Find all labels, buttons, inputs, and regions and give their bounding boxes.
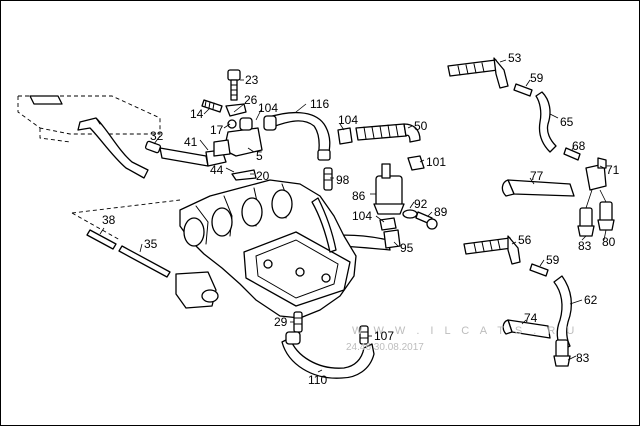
callout-41: 41 <box>184 135 198 149</box>
callout-17: 17 <box>210 123 224 137</box>
watermark-date: 24.46 30.08.2017 <box>346 342 424 353</box>
sensor-83-lower <box>553 339 571 367</box>
callout-65: 65 <box>560 115 574 129</box>
hose-56 <box>463 235 521 265</box>
callout-110: 110 <box>308 373 327 387</box>
hose-53 <box>447 57 509 89</box>
sensor-14 <box>201 99 223 113</box>
clip-20 <box>231 169 257 181</box>
valve-5 <box>213 117 263 157</box>
hose-50 <box>355 123 421 143</box>
clamp-104-c <box>379 217 397 231</box>
callout-62: 62 <box>584 293 598 307</box>
valve-71 <box>585 157 607 191</box>
actuator <box>175 271 219 309</box>
callout-101: 101 <box>426 155 446 169</box>
callout-32: 32 <box>150 129 164 143</box>
pipe-35 <box>118 245 171 278</box>
fitting-98 <box>323 167 333 191</box>
hose-77 <box>501 179 575 197</box>
clamp-104-a <box>337 127 353 145</box>
fitting-29 <box>293 311 303 333</box>
callout-80: 80 <box>602 235 616 249</box>
clip-101 <box>407 155 425 171</box>
callout-50: 50 <box>414 119 428 133</box>
callout-29: 29 <box>274 315 288 329</box>
callout-26: 26 <box>244 93 258 107</box>
callout-labels: 23 26 14 116 17 104 32 41 5 44 20 104 50… <box>102 51 620 387</box>
callout-68: 68 <box>572 139 586 153</box>
leader-lines <box>99 59 607 373</box>
hose-116 <box>263 111 331 161</box>
callout-83-a: 83 <box>578 239 592 253</box>
fitting-59-upper <box>513 83 533 97</box>
fitting-59-lower <box>529 263 549 277</box>
seal-17 <box>227 119 237 129</box>
callout-92: 92 <box>414 197 428 211</box>
fitting-107 <box>359 325 369 345</box>
callout-44: 44 <box>210 163 224 177</box>
callout-53: 53 <box>508 51 522 65</box>
hose-62 <box>553 275 573 351</box>
pipe-38 <box>86 229 117 250</box>
callout-116: 116 <box>310 97 329 111</box>
callout-23: 23 <box>245 73 259 87</box>
callout-5: 5 <box>256 149 263 163</box>
callout-83-b: 83 <box>576 351 590 365</box>
callout-20: 20 <box>256 169 270 183</box>
callout-59-a: 59 <box>530 71 544 85</box>
intake-manifold <box>179 179 357 319</box>
callout-59-b: 59 <box>546 253 560 267</box>
cylinder-head-cover <box>17 95 181 241</box>
sensor-83-upper <box>577 207 595 237</box>
seal-92 <box>402 209 418 219</box>
hose-74 <box>502 319 551 339</box>
callout-71: 71 <box>606 163 620 177</box>
callout-95: 95 <box>400 241 414 255</box>
valve-86 <box>373 163 405 215</box>
callout-38: 38 <box>102 213 116 227</box>
vent-fitting-32 <box>144 140 227 167</box>
callout-56: 56 <box>518 233 532 247</box>
hose-65 <box>535 91 557 153</box>
callout-104-c: 104 <box>352 209 372 223</box>
callout-104-b: 104 <box>338 113 358 127</box>
callout-89: 89 <box>434 205 448 219</box>
callout-74: 74 <box>524 311 538 325</box>
bolt-89 <box>415 211 438 230</box>
hose-110 <box>281 331 375 379</box>
bolt-23 <box>227 69 241 101</box>
sensor-80 <box>597 201 615 231</box>
link-71-sensors <box>585 189 607 209</box>
callout-14: 14 <box>190 107 204 121</box>
callout-35: 35 <box>144 237 158 251</box>
callout-77: 77 <box>530 169 544 183</box>
callout-86: 86 <box>352 189 366 203</box>
watermark-site: W W W . I L C A T S . R U <box>352 325 578 337</box>
fitting-68 <box>563 147 581 161</box>
callout-104-a: 104 <box>258 101 278 115</box>
callout-98: 98 <box>336 173 350 187</box>
callout-107: 107 <box>374 329 394 343</box>
hose-41 <box>77 117 149 179</box>
